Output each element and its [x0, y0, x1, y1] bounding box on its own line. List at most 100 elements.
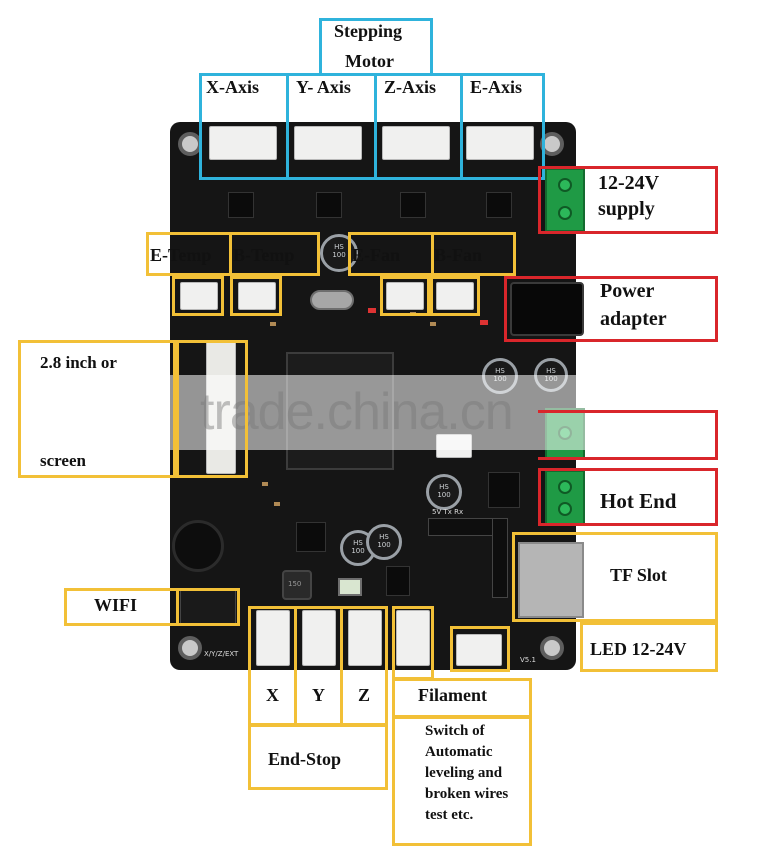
wifi-label: WIFI	[94, 595, 138, 615]
stepper-connector-x	[209, 126, 277, 160]
led-label: LED 12-24V	[590, 639, 687, 659]
endstop-z-label: Z	[358, 685, 371, 705]
hot-end-box	[538, 468, 718, 526]
crystal	[310, 290, 354, 310]
smd-part	[262, 482, 268, 486]
axis-divider	[460, 73, 463, 180]
endstop-connector-x	[256, 610, 290, 666]
fan-divider	[431, 232, 434, 276]
screen-connector-box	[176, 340, 248, 478]
led-box	[580, 622, 718, 672]
stepper-driver	[486, 192, 512, 218]
x-axis-label: X-Axis	[206, 77, 259, 97]
stepper-driver	[228, 192, 254, 218]
tf-card-slot	[518, 542, 584, 618]
fan-e-box	[380, 276, 430, 316]
endstop-y-label: Y	[312, 685, 325, 705]
axis-group-box	[199, 73, 545, 180]
tf-slot-label: TF Slot	[610, 565, 667, 585]
switch-note-4: broken wires	[425, 786, 509, 802]
smd-part	[274, 502, 280, 506]
fan-b-box	[430, 276, 480, 316]
axis-divider	[374, 73, 377, 180]
axis-divider	[286, 73, 289, 180]
endstop-connector-y	[302, 610, 336, 666]
status-led	[368, 308, 376, 313]
e-temp-connector	[180, 282, 218, 310]
supply-terminal	[545, 168, 585, 232]
temp-divider	[229, 232, 232, 276]
supply-label-1: 12-24V	[598, 172, 660, 194]
led-connector-box	[450, 626, 510, 672]
led-connector	[456, 634, 502, 666]
tf-slot-box	[512, 532, 718, 622]
version-silk: V5.1	[520, 656, 536, 664]
inductor-silk: 150	[288, 580, 302, 588]
endstop-divider	[340, 606, 343, 726]
wifi-box	[64, 588, 240, 626]
stepper-driver	[316, 192, 342, 218]
dc-jack	[510, 282, 584, 336]
endstop-silk: X/Y/Z/EXT	[204, 650, 239, 658]
filament-label: Filament	[418, 685, 487, 705]
power-adapter-label-1: Power	[600, 280, 655, 302]
supply-label-2: supply	[598, 198, 655, 220]
switch-note-5: test etc.	[425, 807, 474, 823]
end-stop-box	[248, 724, 388, 790]
b-fan-label: B-Fan	[434, 245, 483, 265]
stepper-connector-z	[382, 126, 450, 160]
switch-note-1: Switch of	[425, 723, 485, 739]
b-temp-label: B-Temp	[233, 245, 295, 265]
mosfet	[488, 472, 520, 508]
endstop-divider	[294, 606, 297, 726]
endstop-connector-z	[348, 610, 382, 666]
bed-box	[538, 410, 718, 460]
stepper-connector-y	[294, 126, 362, 160]
endstop-group-box	[248, 606, 388, 726]
watermark-text: trade.china.cn	[200, 383, 514, 441]
switch-note-box	[392, 716, 532, 846]
b-temp-connector	[238, 282, 276, 310]
screen-label-1: 2.8 inch or	[40, 353, 117, 372]
screen-label-2: screen	[40, 451, 86, 470]
status-led	[480, 320, 488, 325]
y-axis-label: Y- Axis	[296, 77, 351, 97]
filament-connector-box	[392, 606, 434, 680]
smd-part	[270, 322, 276, 326]
e-temp-label: E-Temp	[150, 245, 212, 265]
stepping-motor-label-1: Stepping	[334, 21, 403, 41]
b-fan-connector	[436, 282, 474, 310]
switch-note-3: leveling and	[425, 765, 503, 781]
buzzer	[172, 520, 224, 572]
e-axis-label: E-Axis	[470, 77, 523, 97]
stepper-connector-e	[466, 126, 534, 160]
uart-silk: 5V Tx Rx	[432, 508, 464, 516]
z-axis-label: Z-Axis	[384, 77, 437, 97]
exp-header	[492, 518, 508, 598]
mount-hole	[540, 636, 564, 660]
temp-b-box	[230, 276, 282, 316]
power-adapter-label-2: adapter	[600, 308, 667, 330]
mount-hole	[178, 636, 202, 660]
endstop-x-label: X	[266, 685, 279, 705]
lgc-inductor	[338, 578, 362, 596]
smd-part	[430, 322, 436, 326]
inductor	[282, 570, 312, 600]
mosfet	[386, 566, 410, 596]
power-adapter-box	[504, 276, 718, 342]
temp-e-box	[172, 276, 224, 316]
hot-end-label: Hot End	[600, 489, 677, 513]
supply-box	[538, 166, 718, 234]
wifi-divider	[176, 588, 179, 626]
regulator-chip	[296, 522, 326, 552]
e-fan-connector	[386, 282, 424, 310]
screen-box	[18, 340, 176, 478]
temp-label-box	[146, 232, 320, 276]
end-stop-label: End-Stop	[268, 749, 342, 769]
stepper-driver	[400, 192, 426, 218]
filament-connector	[396, 610, 430, 666]
e-fan-label: E-Fan	[352, 245, 401, 265]
